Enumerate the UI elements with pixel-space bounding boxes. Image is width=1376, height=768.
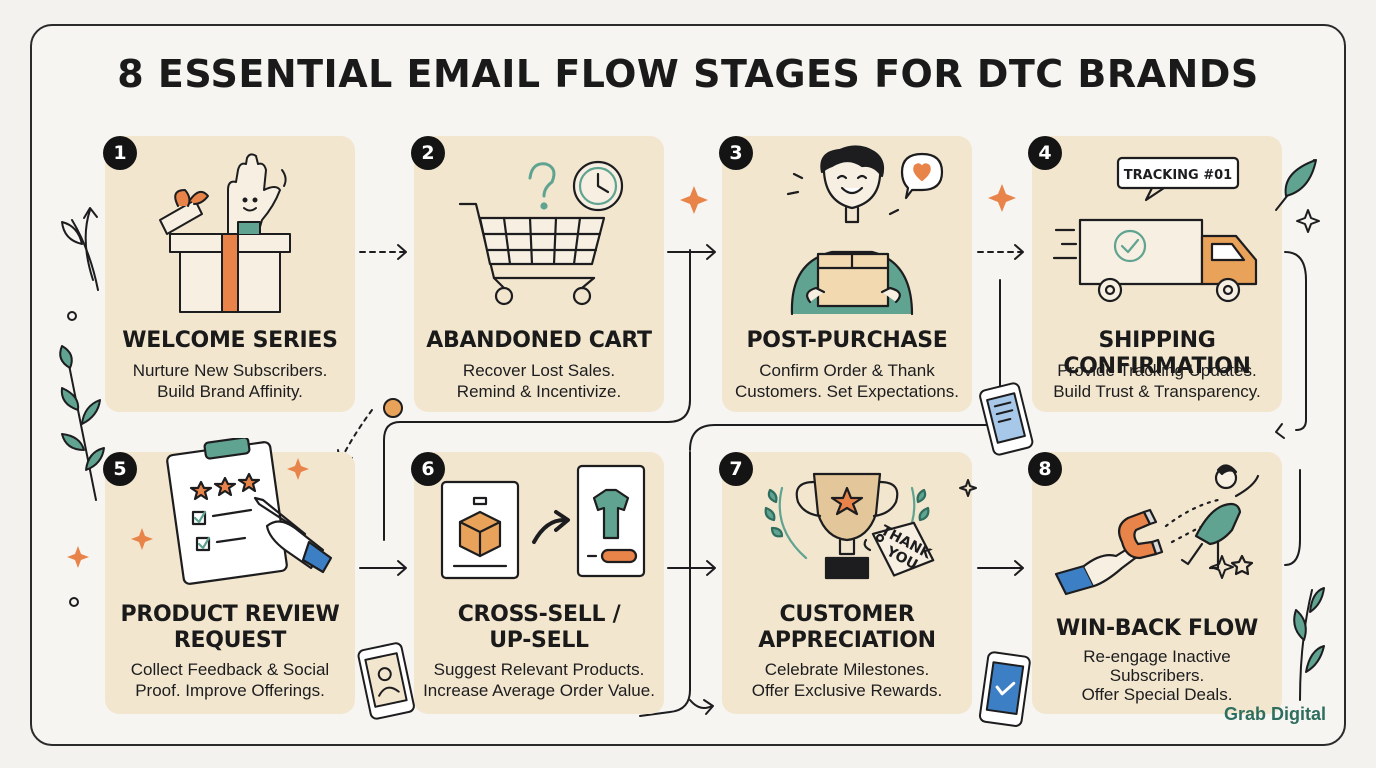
stage-title-line2: APPRECIATION [758, 628, 936, 653]
stage-title-line1: CROSS-SELL / [457, 602, 621, 627]
stage-desc-line1: Suggest Relevant Products. [433, 660, 645, 679]
stage-desc-line2: Offer Exclusive Rewards. [751, 681, 943, 700]
stage-title-line2: REQUEST [173, 628, 287, 653]
stage-desc-line1: Celebrate Milestones. [764, 660, 930, 679]
gift-box-waving-hand-icon [159, 153, 291, 313]
stage-card-customer-appreciation[interactable]: THANK YOU CUSTOMER APPRECIATION Celebrat… [722, 452, 972, 714]
stage-title: POST-PURCHASE [746, 328, 948, 353]
magnet-person-icon [1054, 464, 1260, 596]
stage-title: WIN-BACK FLOW [1056, 616, 1258, 641]
product-cards-icon [440, 464, 646, 580]
page-title: 8 ESSENTIAL EMAIL FLOW STAGES FOR DTC BR… [117, 52, 1259, 96]
stage-desc-line2: Increase Average Order Value. [423, 681, 655, 700]
stage-desc-line2: Subscribers. [1109, 666, 1205, 685]
trophy-icon: THANK YOU [764, 472, 935, 580]
stage-card-post-purchase[interactable]: POST-PURCHASE Confirm Order & Thank Cust… [722, 136, 972, 412]
arrow-loop-right [1284, 251, 1307, 431]
stage-badge-1: 1 [103, 136, 137, 170]
stage-badge-6: 6 [411, 452, 445, 486]
stage-card-welcome-series[interactable]: WELCOME SERIES Nurture New Subscribers. … [105, 136, 355, 412]
stage-desc-line1: Recover Lost Sales. [462, 361, 616, 380]
stage-desc-line2: Customers. Set Expectations. [735, 382, 959, 401]
delivery-truck-icon: TRACKING #01 [1052, 156, 1258, 303]
stage-card-abandoned-cart[interactable]: ABANDONED CART Recover Lost Sales. Remin… [414, 136, 664, 412]
stage-desc-line2: Build Trust & Transparency. [1053, 382, 1261, 401]
stage-card-shipping-confirmation[interactable]: TRACKING #01 SHIPPING CONFIRMATION Provi… [1032, 136, 1282, 412]
stage-desc-line1: Nurture New Subscribers. [132, 361, 328, 380]
stage-desc-line1: Confirm Order & Thank [759, 361, 935, 380]
stage-card-win-back-flow[interactable]: WIN-BACK FLOW Re-engage Inactive Subscri… [1032, 452, 1282, 714]
stage-title: WELCOME SERIES [122, 328, 338, 353]
stage-desc-line2: Proof. Improve Offerings. [135, 681, 325, 700]
shopping-cart-clock-icon [458, 160, 624, 306]
stage-desc-line1: Collect Feedback & Social [130, 660, 330, 679]
stage-title: SHIPPING CONFIRMATION [1063, 328, 1251, 379]
stage-desc-line2: Build Brand Affinity. [157, 382, 303, 401]
stage-desc-line1: Re-engage Inactive [1083, 647, 1231, 666]
stage-badge-8: 8 [1028, 452, 1062, 486]
stage-badge-4: 4 [1028, 136, 1062, 170]
review-clipboard-icon [166, 438, 333, 585]
stage-desc-line1: Provide Tracking Updates. [1057, 361, 1257, 380]
stage-badge-3: 3 [719, 136, 753, 170]
stage-badge-7: 7 [719, 452, 753, 486]
stage-title-line1: PRODUCT REVIEW [120, 602, 340, 627]
stage-title: ABANDONED CART [426, 328, 652, 353]
stage-desc-line3: Offer Special Deals. [1081, 685, 1233, 704]
person-holding-package-icon [786, 145, 944, 316]
arrow-2-to-6 [383, 249, 691, 541]
stage-badge-5: 5 [103, 452, 137, 486]
brand-logo: Grab Digital [1224, 704, 1327, 724]
stage-desc-line2: Remind & Incentivize. [456, 382, 622, 401]
tracking-label: TRACKING #01 [1124, 168, 1232, 183]
arrow-left-up [84, 209, 94, 281]
stage-title-line1: CUSTOMER [779, 602, 915, 627]
stage-badge-2: 2 [411, 136, 445, 170]
stage-card-cross-sell-up-sell[interactable]: CROSS-SELL / UP-SELL Suggest Relevant Pr… [414, 452, 664, 714]
stage-title-line2: UP-SELL [489, 628, 589, 653]
stage-card-product-review-request[interactable]: PRODUCT REVIEW REQUEST Collect Feedback … [105, 438, 355, 714]
